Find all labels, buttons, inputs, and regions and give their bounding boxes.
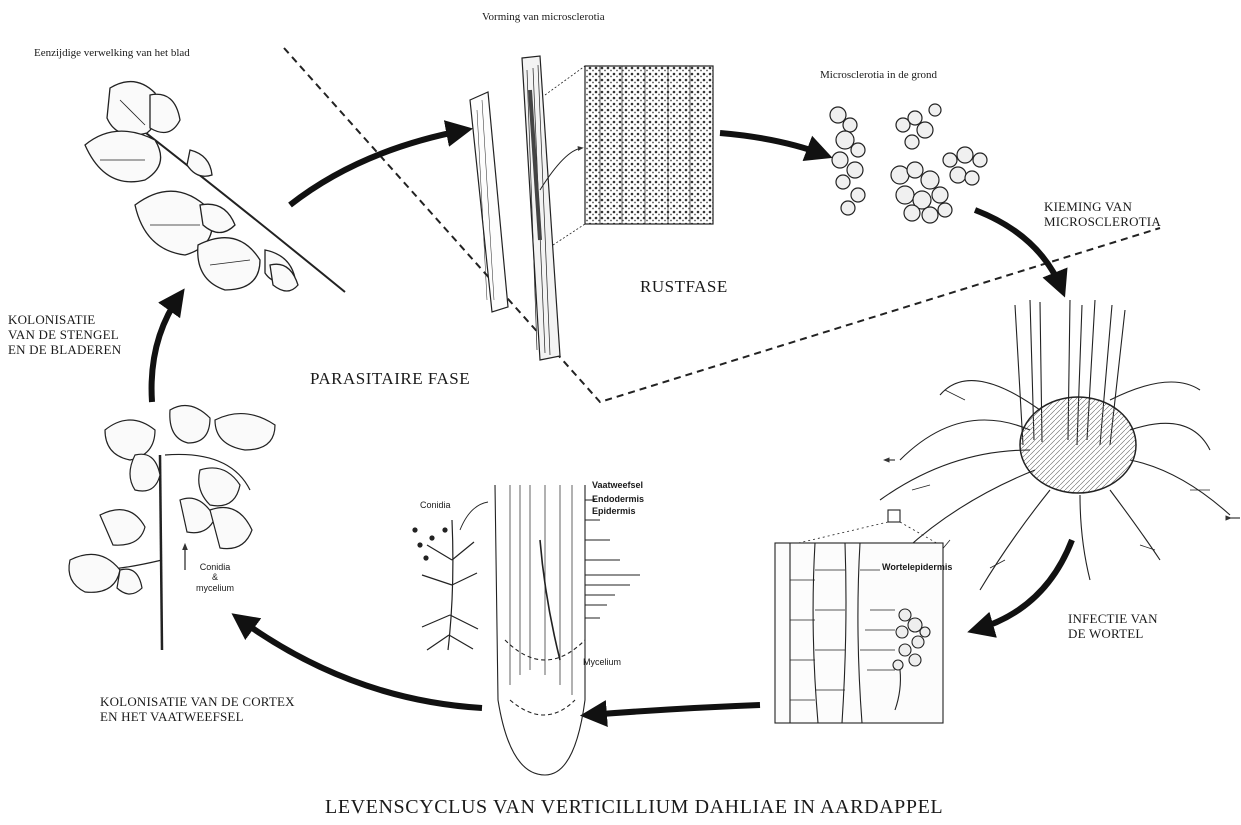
annotation-vascular-tissue: Vaatweefsel [592,480,643,490]
label-rest-phase: RUSTFASE [640,277,728,297]
arrow-tuber-to-root-detail [975,540,1072,630]
annotation-root-epidermis: Wortelepidermis [882,562,952,572]
label-root-infection: INFECTIE VAN DE WORTEL [1068,612,1158,642]
infected-plant [69,406,275,651]
label-microsclerotia-soil: Microsclerotia in de grond [820,69,937,82]
label-microsclerotia-formation: Vorming van microsclerotia [482,11,605,24]
annotation-endodermis: Endodermis [592,494,644,504]
label-cortex-colonization: KOLONISATIE VAN DE CORTEX EN HET VAATWEE… [100,695,295,725]
label-stem-colonization: KOLONISATIE VAN DE STENGEL EN DE BLADERE… [8,313,121,358]
microsclerotia-clusters [830,104,987,223]
diagram-title: LEVENSCYCLUS VAN VERTICILLIUM DAHLIAE IN… [325,796,943,819]
arrow-leaf-to-formation [290,130,465,205]
annotation-epidermis: Epidermis [592,506,636,516]
conidiophore [413,502,488,650]
arrow-formation-to-soil [720,133,825,155]
annotation-conidia: Conidia [420,500,451,510]
arrow-detail-to-root-tip [588,705,760,715]
wilted-leaf-branch [85,82,345,292]
label-germination: KIEMING VAN MICROSCLEROTIA [1044,200,1161,230]
root-tip-section [495,485,640,775]
annotation-conidia-mycelium: Conidia & mycelium [196,562,234,593]
stem-sections [470,56,713,360]
phase-boundary-line [284,48,1160,402]
annotation-mycelium: Mycelium [583,657,621,667]
label-parasitic-phase: PARASITAIRE FASE [310,369,470,389]
label-leaf-wilting: Eenzijdige verwelking van het blad [34,47,190,60]
arrow-plant-to-leaf [152,295,180,402]
